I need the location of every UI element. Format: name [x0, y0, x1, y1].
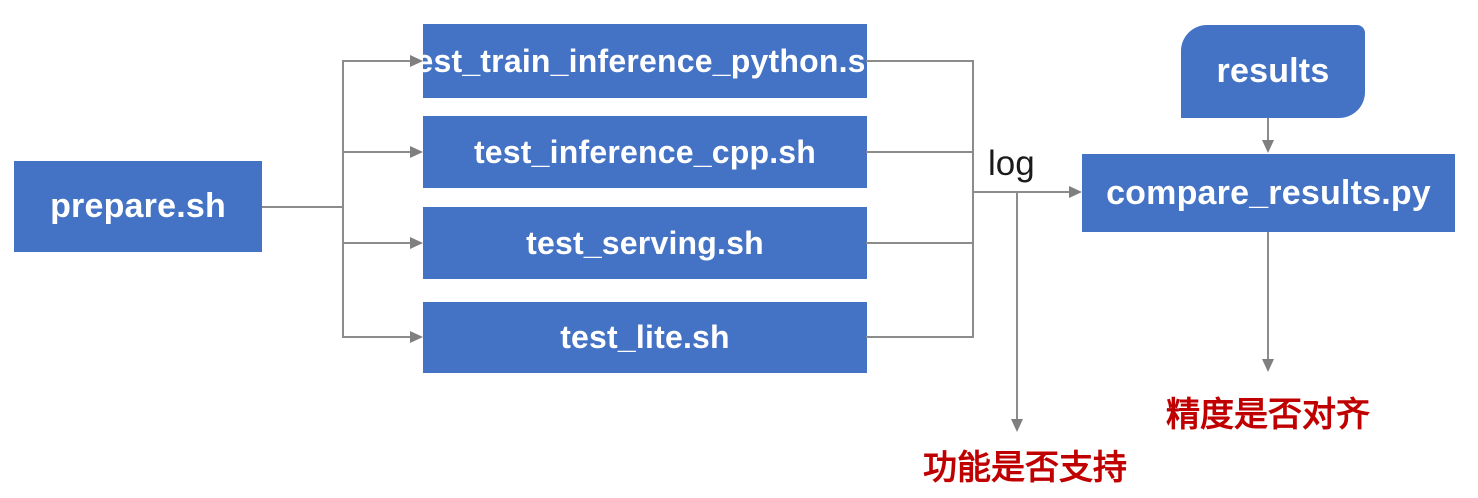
connector-from-test-inference-cpp — [866, 151, 974, 153]
arrowhead-results-to-compare — [1262, 140, 1274, 153]
connector-results-to-compare — [1267, 118, 1269, 141]
arrowhead-precision-aligned — [1262, 359, 1274, 372]
connector-from-test-train-inference — [866, 60, 974, 62]
connector-to-test-inference-cpp — [343, 151, 411, 153]
node-test-train-inference-python-sh: test_train_inference_python.sh — [405, 24, 885, 98]
node-test-serving-sh-label: test_serving.sh — [526, 224, 764, 261]
node-prepare-sh-label: prepare.sh — [50, 187, 226, 225]
arrowhead-to-test-inference-cpp — [410, 146, 423, 158]
annotation-precision-aligned: 精度是否对齐 — [1166, 396, 1370, 434]
connector-to-test-lite — [343, 336, 411, 338]
connector-prepare-to-distributor — [262, 206, 343, 208]
connector-log-down — [1016, 192, 1018, 420]
node-test-inference-cpp-sh: test_inference_cpp.sh — [423, 116, 867, 188]
node-results-label: results — [1216, 52, 1330, 90]
connector-log-to-compare — [973, 191, 1070, 193]
node-results: results — [1181, 25, 1365, 118]
arrowhead-to-test-lite — [410, 331, 423, 343]
node-compare-results-py-label: compare_results.py — [1106, 173, 1431, 212]
node-test-lite-sh-label: test_lite.sh — [560, 319, 730, 355]
node-prepare-sh: prepare.sh — [14, 161, 262, 252]
arrowhead-to-test-train-inference — [410, 55, 423, 67]
node-compare-results-py: compare_results.py — [1082, 154, 1455, 232]
arrowhead-function-supported — [1011, 419, 1023, 432]
connector-to-test-serving — [343, 242, 411, 244]
connector-from-test-lite — [866, 336, 974, 338]
node-test-lite-sh: test_lite.sh — [423, 302, 867, 373]
node-test-train-inference-python-sh-label: test_train_inference_python.sh — [404, 42, 886, 79]
node-test-serving-sh: test_serving.sh — [423, 207, 867, 279]
connector-to-test-train-inference — [343, 60, 411, 62]
annotation-function-supported: 功能是否支持 — [923, 449, 1127, 487]
node-test-inference-cpp-sh-label: test_inference_cpp.sh — [473, 133, 817, 170]
connector-collector-vertical — [972, 60, 974, 338]
arrowhead-log-to-compare — [1069, 186, 1082, 198]
connector-distributor-vertical — [342, 60, 344, 338]
arrowhead-to-test-serving — [410, 237, 423, 249]
edge-label-log: log — [988, 144, 1035, 183]
connector-compare-down — [1267, 232, 1269, 360]
connector-from-test-serving — [866, 242, 974, 244]
